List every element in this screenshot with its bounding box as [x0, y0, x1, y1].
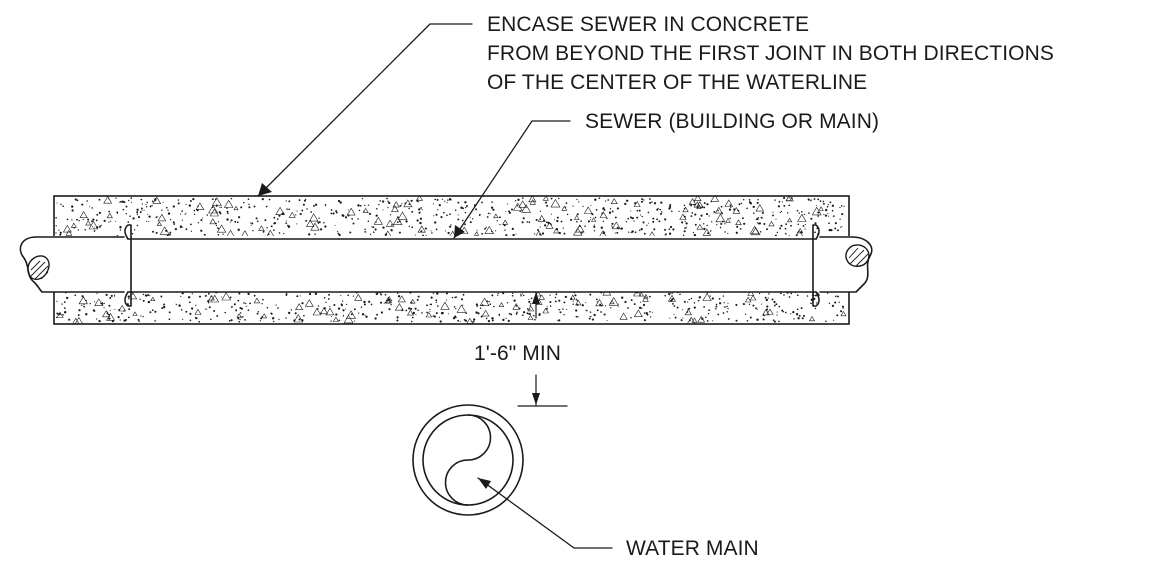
encase-label-line3: OF THE CENTER OF THE WATERLINE	[487, 71, 867, 94]
clearance-dimension	[517, 291, 568, 407]
sewer-pipe	[19, 224, 876, 307]
sewer-label: SEWER (BUILDING OR MAIN)	[585, 110, 879, 133]
encase-label-line1: ENCASE SEWER IN CONCRETE	[487, 13, 809, 36]
encase-label-line2: FROM BEYOND THE FIRST JOINT IN BOTH DIRE…	[487, 42, 1054, 65]
sewer-leader	[453, 120, 571, 239]
water-main-section	[412, 404, 524, 516]
encase-leader	[257, 23, 473, 197]
water-main-leader	[477, 477, 613, 549]
clearance-label: 1'-6" MIN	[474, 342, 561, 365]
water-main-label: WATER MAIN	[626, 537, 759, 560]
concrete-stipple	[55, 196, 847, 324]
